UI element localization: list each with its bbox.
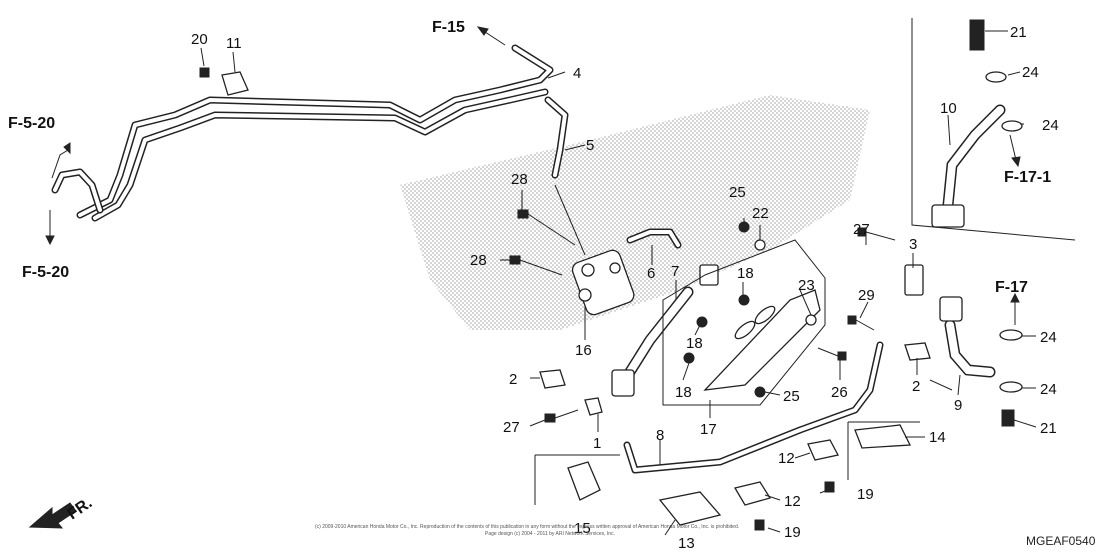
callout-22: 22: [752, 205, 769, 222]
clips: [221, 71, 931, 526]
main-brake-pipes: [51, 44, 884, 474]
callout-29: 29: [858, 287, 875, 304]
callout-24: 24: [1040, 329, 1057, 346]
callout-25: 25: [783, 388, 800, 405]
inset-box-border: [911, 18, 1076, 241]
callout-10: 10: [940, 100, 957, 117]
ref-f171: F-17-1: [1004, 169, 1051, 186]
brake-hoses: [622, 104, 1006, 381]
ref-f520-bottom: F-5-20: [22, 264, 69, 281]
callout-26: 26: [831, 384, 848, 401]
frame-silhouette: [400, 95, 870, 330]
valve-bracket: [703, 289, 821, 391]
callout-11: 11: [226, 35, 242, 52]
copyright-line-2: Page design (c) 2004 - 2011 by ARI Netwo…: [485, 531, 615, 537]
callout-13: 13: [678, 535, 695, 552]
callout-12: 12: [778, 450, 795, 467]
callout-2: 2: [912, 378, 920, 395]
callout-16: 16: [575, 342, 592, 359]
copyright-line-1: (c) 2009-2010 American Honda Motor Co., …: [315, 524, 739, 530]
callout-27: 27: [853, 221, 870, 238]
callout-14: 14: [929, 429, 946, 446]
callout-17: 17: [700, 421, 717, 438]
ref-f17: F-17: [995, 279, 1028, 296]
callout-25: 25: [729, 184, 746, 201]
callout-18: 18: [686, 335, 703, 352]
callout-2: 2: [509, 371, 517, 388]
diagram-code: MGEAF0540: [1026, 534, 1096, 548]
callout-5: 5: [586, 137, 594, 154]
ref-f520-top: F-5-20: [8, 115, 55, 132]
callout-12: 12: [784, 493, 801, 510]
callout-4: 4: [573, 65, 581, 82]
callout-28: 28: [511, 171, 528, 188]
callout-23: 23: [798, 277, 815, 294]
front-label: FR.: [65, 495, 96, 524]
callout-24: 24: [1040, 381, 1057, 398]
joint-blocks: [611, 204, 965, 397]
callout-3: 3: [909, 236, 917, 253]
callout-21: 21: [1040, 420, 1057, 437]
callout-18: 18: [675, 384, 692, 401]
ref-f15: F-15: [432, 19, 465, 36]
leader-lines: [200, 30, 1037, 536]
callout-labels: 20 11 4 5 28 28 6 7 16 25 22 18 18 18 23…: [191, 24, 1059, 552]
callout-27: 27: [503, 419, 520, 436]
callout-20: 20: [191, 31, 208, 48]
callout-24: 24: [1022, 64, 1039, 81]
callout-19: 19: [784, 524, 801, 541]
callout-28: 28: [470, 252, 487, 269]
page-references: F-15 F-5-20 F-5-20 F-17-1 F-17: [8, 19, 1051, 296]
callout-7: 7: [671, 263, 679, 280]
callout-8: 8: [656, 427, 664, 444]
reference-arrows: [45, 26, 1021, 325]
callout-19: 19: [857, 486, 874, 503]
front-direction-arrow: FR.: [28, 495, 96, 529]
callout-1: 1: [593, 435, 601, 452]
callout-6: 6: [647, 265, 655, 282]
callout-18: 18: [737, 265, 754, 282]
proportioning-valve: [571, 249, 635, 316]
callout-9: 9: [954, 397, 962, 414]
callout-21: 21: [1010, 24, 1027, 41]
callout-24: 24: [1042, 117, 1059, 134]
callout-15: 15: [574, 520, 591, 537]
